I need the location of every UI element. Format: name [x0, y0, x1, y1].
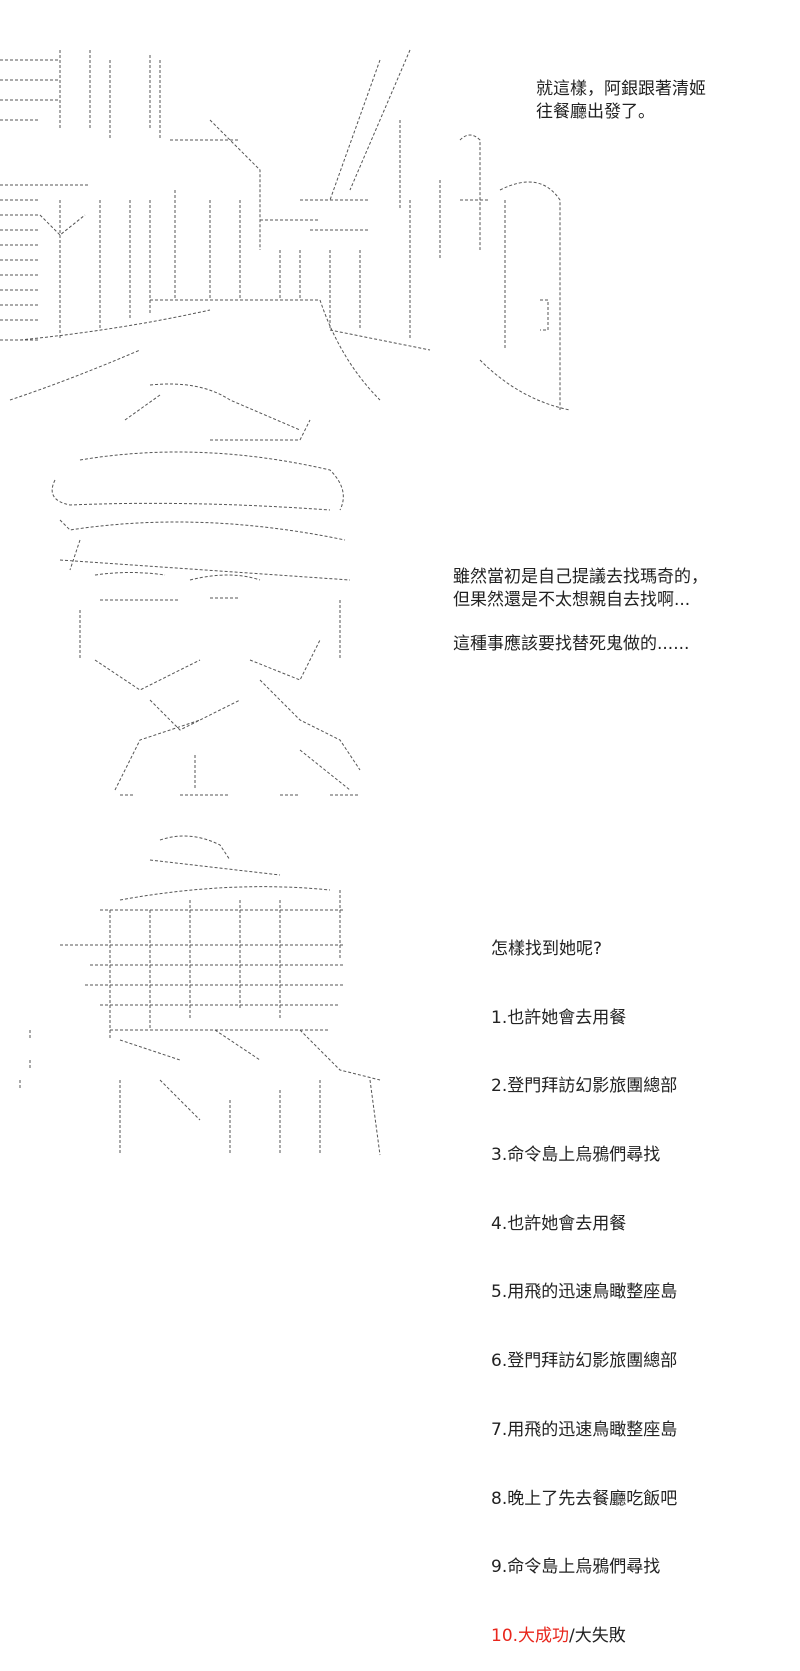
narration-text: 就這樣，阿銀跟著清姬往餐廳出發了。 [536, 78, 706, 124]
result-success: 10.大成功 [491, 1626, 570, 1646]
thought-line: 但果然還是不太想親自去找啊... [453, 590, 691, 610]
choice-result: 10.大成功/大失敗 [491, 1625, 677, 1648]
character-bust-art [51, 383, 361, 796]
narration-line: 就這樣，阿銀跟著清姬 [536, 79, 706, 99]
choice-option: 9.命令島上烏鴉們尋找 [491, 1557, 661, 1578]
choice-option: 6.登門拜訪幻影旅團總部 [491, 1351, 678, 1372]
thought-line: 雖然當初是自己提議去找瑪奇的， [453, 567, 708, 587]
choice-option: 3.命令島上烏鴉們尋找 [491, 1144, 661, 1165]
choice-option: 4.也許她會去用餐 [491, 1213, 627, 1234]
choice-option: 1.也許她會去用餐 [491, 1007, 627, 1028]
result-fail: 大失敗 [574, 1626, 626, 1646]
narration-line: 往餐廳出發了。 [536, 102, 655, 122]
town-street-art [0, 49, 571, 411]
choice-question: 怎樣找到她呢? [491, 938, 603, 959]
ascii-art-illustrations [0, 49, 571, 1156]
choice-option: 8.晚上了先去餐廳吃飯吧 [491, 1488, 678, 1509]
choice-option: 7.用飛的迅速鳥瞰整座島 [491, 1419, 678, 1440]
choice-option: 5.用飛的迅速鳥瞰整座島 [491, 1282, 678, 1303]
choice-list: 怎樣找到她呢? 1.也許她會去用餐 2.登門拜訪幻影旅團總部 3.命令島上烏鴉們… [491, 892, 677, 1671]
choice-option: 2.登門拜訪幻影旅團總部 [491, 1076, 678, 1097]
character-thinking-art [19, 835, 381, 1156]
thought-text-2: 這種事應該要找替死鬼做的...... [453, 634, 690, 654]
thought-text: 雖然當初是自己提議去找瑪奇的， 但果然還是不太想親自去找啊... [453, 566, 708, 612]
